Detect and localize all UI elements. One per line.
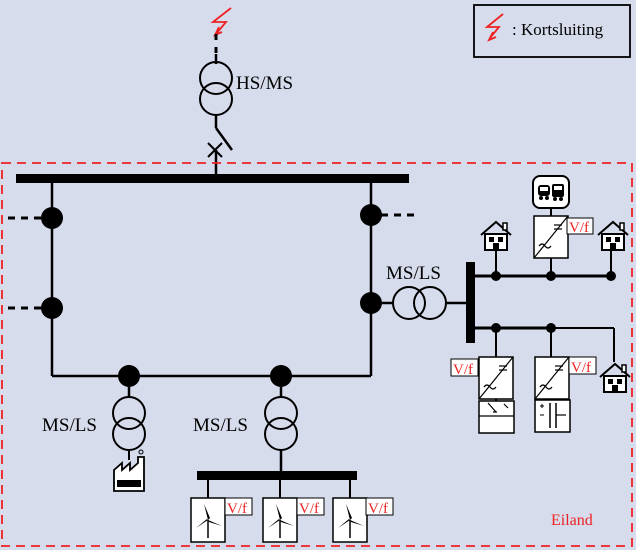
- vf-label: V/f: [368, 501, 388, 517]
- vf-badge: [450, 358, 479, 377]
- wind-turbine-icon: [190, 497, 226, 543]
- island-label: Eiland: [551, 512, 593, 529]
- vf-label: V/f: [453, 362, 473, 378]
- node-right-top: [360, 204, 382, 226]
- battery-icon: [478, 400, 515, 434]
- lv-bus-right: [466, 262, 475, 343]
- house-icon: [599, 363, 631, 393]
- node-bottom-middle: [270, 365, 292, 387]
- wind-turbine-icon: [332, 497, 368, 543]
- mv-ring: [50, 183, 373, 378]
- mv-busbar: [16, 174, 409, 183]
- wind-turbine-icon: [262, 497, 298, 543]
- vf-badge: [224, 497, 253, 516]
- legend-short-circuit-icon: [484, 13, 504, 42]
- ring-nodes: [41, 204, 382, 387]
- breaker-switch[interactable]: [207, 127, 234, 178]
- main-transformer-icon: [199, 54, 233, 128]
- house-icon: [480, 221, 512, 251]
- lv-feeders-right: [475, 274, 611, 330]
- node-bottom-left: [118, 365, 140, 387]
- vf-badge: [566, 217, 594, 235]
- ev-charger-icon: [532, 175, 570, 216]
- vf-badge: [365, 497, 394, 516]
- battery-inverter-icon: [478, 356, 514, 400]
- transformer-left-icon: [112, 387, 146, 460]
- vf-label: V/f: [569, 220, 589, 236]
- house-icon: [597, 221, 629, 251]
- pv-inverter-icon: [534, 356, 570, 400]
- vf-label: V/f: [299, 501, 319, 517]
- transformer-middle-label: MS/LS: [193, 415, 248, 436]
- factory-icon: [113, 449, 145, 492]
- legend-box: : Kortsluiting: [473, 4, 631, 58]
- capacitor-storage-icon: [534, 399, 571, 433]
- node-right-middle: [360, 292, 382, 314]
- island-boundary: [1, 162, 633, 547]
- node-left-top: [41, 207, 63, 229]
- vf-badge: [568, 356, 597, 375]
- transformer-right-icon: [382, 286, 466, 320]
- lv-feeder-nodes: [491, 271, 616, 333]
- legend-text: : Kortsluiting: [512, 20, 604, 39]
- main-transformer-label: HS/MS: [236, 73, 293, 94]
- vf-label: V/f: [571, 360, 591, 376]
- lv-bus-wind: [197, 471, 357, 480]
- short-circuit-icon: [210, 7, 232, 37]
- transformer-left-label: MS/LS: [42, 415, 97, 436]
- ev-inverter-icon: [533, 215, 569, 259]
- wind-feeders: [207, 480, 351, 500]
- vf-badge: [296, 497, 325, 516]
- transformer-right-label: MS/LS: [386, 263, 441, 284]
- feeder-stubs: [8, 213, 418, 310]
- transformer-middle-icon: [264, 387, 298, 471]
- lv-branches: [495, 250, 615, 362]
- vf-label: V/f: [227, 501, 247, 517]
- node-left-bottom: [41, 297, 63, 319]
